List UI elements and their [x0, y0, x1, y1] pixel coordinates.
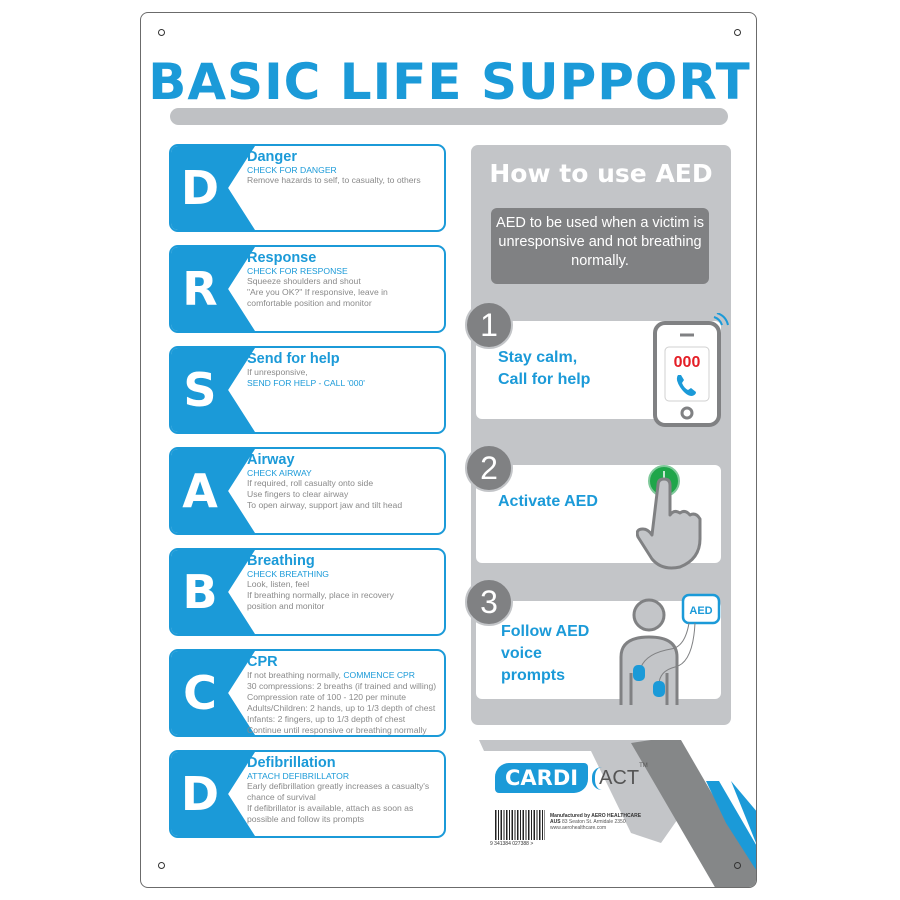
manufacturer-website: www.aerohealthcare.com: [550, 825, 607, 831]
step-text: chance of survival: [247, 792, 316, 802]
aed-step-text-line: Stay calm,: [498, 349, 578, 366]
aed-step-3-card: Follow AED voice prompts: [476, 601, 721, 699]
aed-step-number: 3: [465, 578, 513, 626]
aed-step-text-line: voice: [501, 645, 542, 662]
step-subheading: CHECK BREATHING: [247, 569, 329, 579]
step-text: 30 compressions: 2 breaths (if trained a…: [247, 681, 437, 691]
step-text: "Are you OK?" If responsive, leave in: [247, 287, 388, 297]
step-send-for-help: S Send for help If unresponsive, SEND FO…: [169, 346, 446, 434]
manufacturer-country: AUS: [550, 819, 561, 825]
manufacturer-address: 83 Seaton St. Armidale 2350: [560, 819, 626, 825]
step-letter: D: [180, 767, 220, 821]
step-heading: Breathing: [247, 553, 315, 569]
step-cpr: C CPR If not breathing normally, COMMENC…: [169, 649, 446, 737]
step-text: Remove hazards to self, to casualty, to …: [247, 175, 421, 185]
step-text: Infants: 2 fingers, up to 1/3 depth of c…: [247, 714, 406, 724]
step-heading: Defibrillation: [247, 755, 336, 771]
step-heading: Response: [247, 250, 317, 266]
manufacturer-info: Manufactured by AERO HEALTHCARE AUS 83 S…: [550, 813, 641, 831]
decorative-stripes: [479, 740, 756, 887]
aed-step-text-line: prompts: [501, 667, 565, 684]
step-text: Compression rate of 100 - 120 per minute: [247, 692, 407, 702]
aed-step-number: 2: [465, 444, 513, 492]
mounting-hole: [734, 862, 741, 869]
person-with-aed-pads-icon: AED: [619, 593, 721, 705]
mounting-hole: [158, 29, 165, 36]
step-text: Continue until responsive or breathing n…: [247, 725, 427, 735]
phone-icon: 000: [653, 313, 729, 427]
aed-panel-title: How to use AED: [489, 159, 713, 188]
step-breathing: B Breathing CHECK BREATHING Look, listen…: [169, 548, 446, 636]
step-danger: D Danger CHECK FOR DANGER Remove hazards…: [169, 144, 446, 232]
step-text: Adults/Children: 2 hands, up to 1/3 dept…: [247, 703, 436, 713]
step-subheading: CHECK AIRWAY: [247, 468, 312, 478]
step-text: If unresponsive,: [247, 367, 308, 377]
aed-step-text-line: Follow AED: [501, 623, 590, 640]
cardiact-logo: CARDI ACT TM: [495, 763, 648, 793]
mounting-hole: [734, 29, 741, 36]
mounting-hole: [158, 862, 165, 869]
step-letter: R: [182, 262, 218, 316]
aed-step-text: Follow AED voice prompts: [501, 621, 589, 687]
barcode: [495, 810, 545, 840]
aed-step-text: Stay calm, Call for help: [498, 347, 590, 391]
aed-instructions-panel: How to use AED AED to be used when a vic…: [465, 145, 731, 725]
step-text-prefix: If not breathing normally,: [247, 670, 344, 680]
hand-pressing-button-icon: [636, 465, 702, 570]
step-letter: C: [183, 666, 217, 720]
step-text: If required, roll casualty onto side: [247, 478, 374, 488]
step-text: comfortable position and monitor: [247, 298, 372, 308]
trademark-mark: TM: [639, 763, 648, 769]
aed-step-1-card: Stay calm, Call for help 000: [476, 313, 729, 427]
svg-text:000: 000: [674, 354, 701, 371]
step-text: possible and follow its prompts: [247, 814, 365, 824]
step-text: Look, listen, feel: [247, 579, 310, 589]
step-heading: CPR: [247, 654, 278, 670]
title-divider-bar: [170, 108, 728, 125]
svg-text:AED: AED: [689, 605, 712, 617]
aed-step-text-line: Call for help: [498, 371, 591, 388]
aed-usage-note: AED to be used when a victim is unrespon…: [491, 208, 709, 284]
step-text: Squeeze shoulders and shout: [247, 276, 361, 286]
step-text: If breathing normally, place in recovery: [247, 590, 394, 600]
step-letter: B: [182, 565, 218, 619]
brand-suffix: ACT: [592, 766, 639, 790]
step-subheading: CHECK FOR DANGER: [247, 165, 337, 175]
step-letter: D: [180, 161, 220, 215]
aed-step-text: Activate AED: [498, 493, 598, 510]
step-text: Early defibrillation greatly increases a…: [247, 781, 430, 791]
step-heading: Danger: [247, 149, 297, 165]
step-airway: A Airway CHECK AIRWAY If required, roll …: [169, 447, 446, 535]
aed-step-2-card: Activate AED: [476, 465, 721, 570]
step-text-highlight: COMMENCE CPR: [343, 670, 415, 680]
step-subheading: SEND FOR HELP - CALL '000': [247, 378, 365, 388]
step-text: If defibrillator is available, attach as…: [247, 803, 414, 813]
barcode-number: 9 341384 027388 >: [490, 841, 534, 847]
step-text: Use fingers to clear airway: [247, 489, 349, 499]
aed-step-number: 1: [465, 301, 513, 349]
brand-name: CARDI: [495, 763, 589, 793]
step-letter: S: [183, 363, 217, 417]
step-text: To open airway, support jaw and tilt hea…: [247, 500, 403, 510]
basic-life-support-sign: BASIC LIFE SUPPORT D Danger CHECK FOR DA…: [140, 12, 757, 888]
step-subheading: CHECK FOR RESPONSE: [247, 266, 348, 276]
manufacturer-name: Manufactured by AERO HEALTHCARE: [550, 813, 642, 819]
step-heading: Send for help: [247, 351, 340, 367]
step-subheading: ATTACH DEFIBRILLATOR: [247, 771, 350, 781]
step-response: R Response CHECK FOR RESPONSE Squeeze sh…: [169, 245, 446, 333]
step-defibrillation: D Defibrillation ATTACH DEFIBRILLATOR Ea…: [169, 750, 446, 838]
page-title: BASIC LIFE SUPPORT: [148, 53, 751, 111]
step-heading: Airway: [247, 452, 295, 468]
step-text: If not breathing normally, COMMENCE CPR: [247, 670, 440, 681]
step-text: position and monitor: [247, 601, 325, 611]
step-letter: A: [182, 464, 218, 518]
